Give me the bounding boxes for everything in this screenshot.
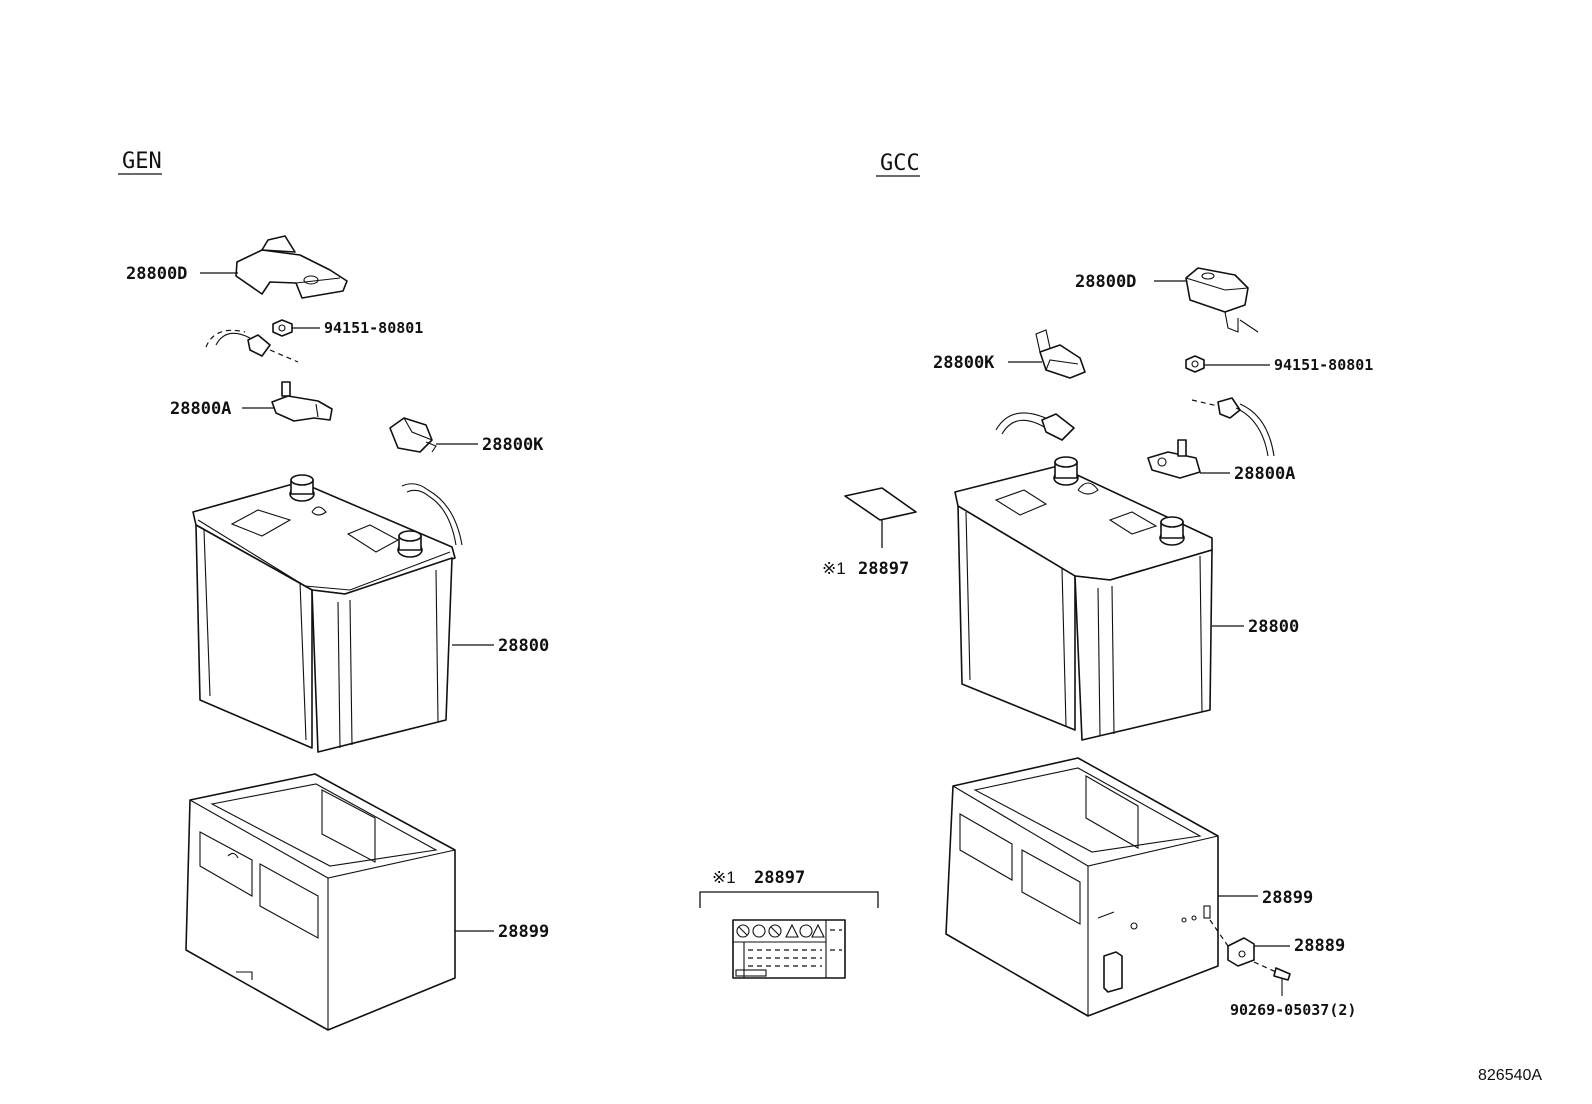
detail-mark: ※1 xyxy=(712,868,736,887)
label-mark-gcc: ※1 xyxy=(822,559,846,578)
warning-label-detail-drawing xyxy=(732,919,846,979)
warning-label-sheet-drawing xyxy=(844,487,917,521)
section-title-gcc: GCC xyxy=(880,151,920,176)
nut-drawing-gcc xyxy=(1185,355,1205,373)
terminal-cover-d-drawing xyxy=(235,235,348,299)
label-terminal-a: 28800A xyxy=(170,399,231,419)
figure-id: 826540A xyxy=(1478,1067,1542,1084)
label-nut-gcc: 94151-80801 xyxy=(1274,356,1373,374)
terminal-cover-k-drawing-gcc xyxy=(1035,329,1086,379)
nut-drawing xyxy=(272,319,293,337)
terminal-clamp-a-drawing xyxy=(271,381,333,422)
label-nut: 94151-80801 xyxy=(324,319,423,337)
cable-drawing xyxy=(205,329,299,363)
label-screw-gcc: 90269-05037(2) xyxy=(1230,1001,1356,1019)
label-battery-gcc: 28800 xyxy=(1248,617,1299,637)
battery-tray-drawing xyxy=(185,773,456,1031)
screw-drawing-gcc xyxy=(1253,961,1291,996)
section-title-gen: GEN xyxy=(122,149,162,174)
label-cover-k-gcc: 28800K xyxy=(933,353,995,373)
battery-drawing-gcc xyxy=(954,456,1213,741)
label-cover-k: 28800K xyxy=(482,435,544,455)
label-terminal-a-gcc: 28800A xyxy=(1234,464,1295,484)
battery-tray-drawing-gcc xyxy=(945,757,1219,1017)
label-cover-d-gcc: 28800D xyxy=(1075,272,1136,292)
label-bracket-gcc: 28889 xyxy=(1294,936,1345,956)
cable-drawing-gcc xyxy=(995,397,1275,457)
bracket-drawing-gcc xyxy=(1209,919,1255,967)
battery-drawing xyxy=(192,474,456,753)
label-tray-gcc: 28899 xyxy=(1262,888,1313,908)
label-cover-d: 28800D xyxy=(126,264,187,284)
terminal-cover-d-drawing-gcc xyxy=(1185,267,1259,333)
detail-part-number: 28897 xyxy=(754,868,805,888)
detail-bracket-line xyxy=(699,891,879,908)
label-battery: 28800 xyxy=(498,636,549,656)
cable-positive-drawing xyxy=(401,483,463,546)
label-tray: 28899 xyxy=(498,922,549,942)
label-label-gcc: 28897 xyxy=(858,559,909,579)
terminal-clamp-a-drawing-gcc xyxy=(1147,439,1201,479)
terminal-cover-k-drawing xyxy=(389,417,437,453)
